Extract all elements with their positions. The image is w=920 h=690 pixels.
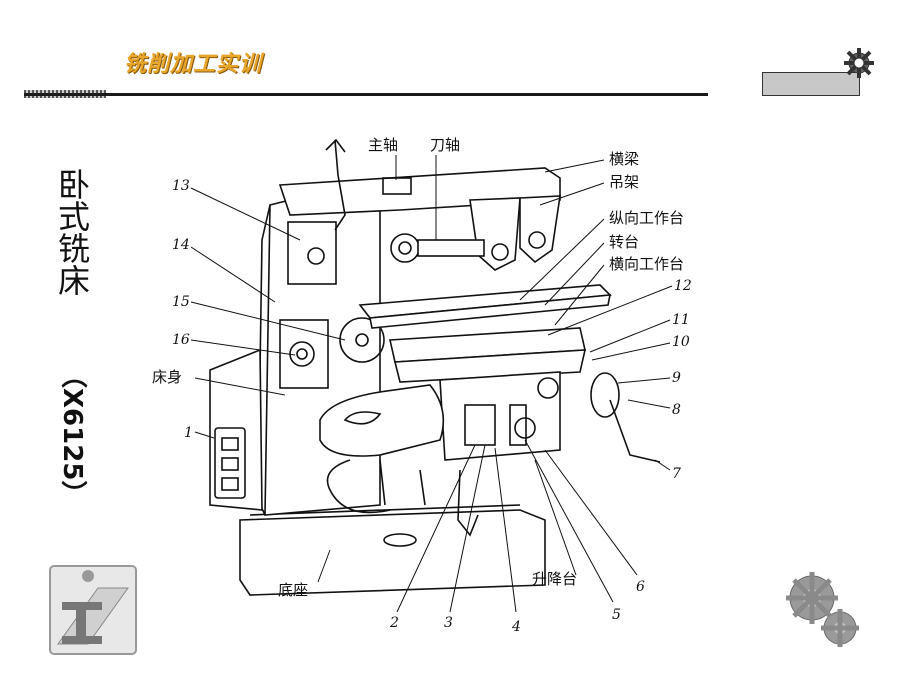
- num-16: 16: [172, 332, 190, 348]
- num-11: 11: [672, 312, 690, 328]
- machine-drawing: [209, 138, 661, 596]
- corner-box: [762, 72, 860, 96]
- num-15: 15: [172, 294, 190, 310]
- num-1: 1: [184, 425, 193, 441]
- label-knee: 升降台: [532, 570, 577, 588]
- machine-model: （X6125）: [57, 362, 87, 507]
- header-rule: [24, 93, 708, 96]
- num-12: 12: [674, 278, 692, 294]
- label-column: 床身: [152, 368, 182, 386]
- label-hanger: 吊架: [609, 173, 639, 191]
- num-3: 3: [444, 615, 453, 631]
- gears-icon: [786, 572, 859, 647]
- label-longitudinal-table: 纵向工作台: [609, 209, 684, 227]
- label-overarm: 横梁: [609, 150, 639, 168]
- num-13: 13: [172, 178, 190, 194]
- label-cross-table: 横向工作台: [609, 255, 684, 273]
- label-spindle: 主轴: [368, 136, 398, 154]
- logo-icon: [49, 565, 137, 655]
- gear-icon: [844, 48, 874, 78]
- label-base: 底座: [278, 581, 308, 599]
- header-title: 铣削加工实训: [124, 52, 263, 77]
- num-5: 5: [612, 607, 621, 623]
- num-4: 4: [511, 619, 521, 635]
- num-2: 2: [389, 615, 399, 631]
- num-8: 8: [672, 402, 681, 418]
- leader-lines: [190, 155, 673, 613]
- machine-name: 卧式铣床: [53, 168, 91, 296]
- num-10: 10: [672, 334, 690, 350]
- num-14: 14: [172, 237, 190, 253]
- num-6: 6: [636, 579, 645, 595]
- label-arbor: 刀轴: [430, 136, 460, 154]
- label-swivel-table: 转台: [609, 233, 639, 251]
- num-7: 7: [672, 466, 681, 482]
- num-9: 9: [672, 370, 681, 386]
